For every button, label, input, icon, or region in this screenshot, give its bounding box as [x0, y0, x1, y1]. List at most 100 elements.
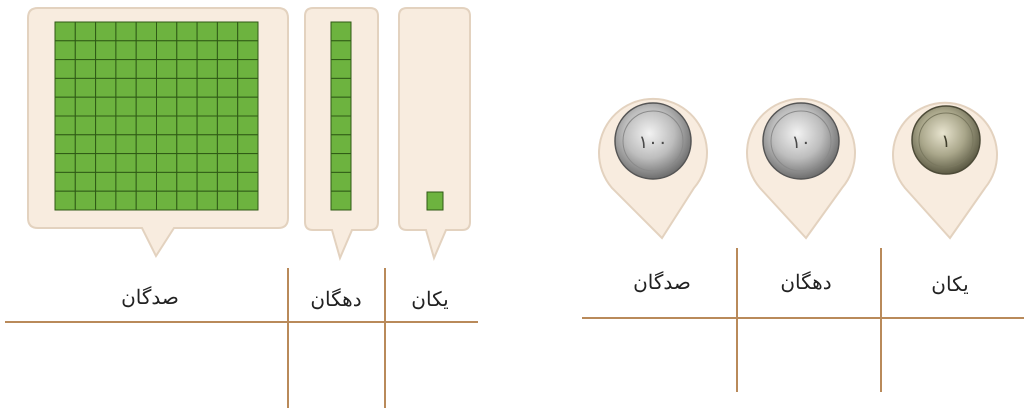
hundreds-unit [116, 154, 136, 173]
hundreds-unit [116, 97, 136, 116]
hundreds-unit [96, 78, 116, 97]
hundreds-unit [238, 191, 258, 210]
hundreds-unit [136, 97, 156, 116]
hundreds-unit [217, 191, 237, 210]
hundreds-unit [217, 172, 237, 191]
tens-block [331, 22, 351, 210]
hundreds-unit [157, 154, 177, 173]
ten-coin-bubble: ۱۰ [747, 99, 855, 238]
hundreds-unit [55, 135, 75, 154]
hundreds-unit [75, 60, 95, 79]
hundreds-unit [197, 22, 217, 41]
tens-unit [331, 135, 351, 154]
hundreds-unit [55, 78, 75, 97]
left-header-ones: یکان [411, 287, 448, 311]
hundreds-unit [75, 97, 95, 116]
hundreds-unit [55, 97, 75, 116]
tens-unit [331, 60, 351, 79]
hundreds-unit [238, 78, 258, 97]
one-coin-bubble: ۱ [893, 103, 997, 238]
hundreds-unit [157, 60, 177, 79]
hundreds-unit [238, 135, 258, 154]
hundreds-unit [116, 191, 136, 210]
hundreds-unit [177, 154, 197, 173]
hundreds-unit [177, 116, 197, 135]
hundreds-unit [177, 60, 197, 79]
hundreds-unit [96, 97, 116, 116]
hundreds-block [55, 22, 258, 210]
tens-unit [331, 97, 351, 116]
hundreds-unit [197, 78, 217, 97]
hundreds-unit [96, 135, 116, 154]
hundreds-unit [136, 135, 156, 154]
left-header-hundreds: صدگان [121, 285, 179, 309]
tens-unit [331, 41, 351, 60]
hundreds-unit [75, 41, 95, 60]
hundreds-unit [116, 172, 136, 191]
hundreds-unit [217, 97, 237, 116]
hundreds-unit [197, 116, 217, 135]
hundreds-unit [197, 97, 217, 116]
hundreds-unit [197, 60, 217, 79]
hundreds-unit [217, 41, 237, 60]
hundreds-unit [55, 191, 75, 210]
hundreds-unit [75, 154, 95, 173]
hundreds-unit [177, 172, 197, 191]
hundreds-unit [75, 22, 95, 41]
right-header-hundreds: صدگان [633, 270, 691, 294]
hundreds-unit [217, 22, 237, 41]
tens-unit [331, 154, 351, 173]
hundreds-unit [157, 78, 177, 97]
hundreds-unit [136, 41, 156, 60]
right-header-ones: یکان [931, 272, 968, 296]
hundreds-unit [96, 60, 116, 79]
hundreds-unit [96, 22, 116, 41]
hundreds-unit [157, 116, 177, 135]
hundreds-unit [177, 41, 197, 60]
hundreds-unit [197, 135, 217, 154]
hundreds-unit [197, 154, 217, 173]
hundreds-unit [157, 135, 177, 154]
hundreds-unit [217, 135, 237, 154]
hundreds-unit [136, 22, 156, 41]
hundreds-unit [136, 172, 156, 191]
right-header-tens: دهگان [780, 270, 831, 294]
hundreds-unit [238, 154, 258, 173]
hundreds-unit [157, 191, 177, 210]
hundreds-unit [96, 191, 116, 210]
hundreds-unit [116, 135, 136, 154]
hundreds-unit [116, 60, 136, 79]
hundreds-unit [217, 60, 237, 79]
hundreds-unit [238, 22, 258, 41]
tens-unit [331, 172, 351, 191]
hundreds-unit [157, 22, 177, 41]
hundreds-unit [96, 172, 116, 191]
hundreds-unit [197, 41, 217, 60]
hundreds-unit [238, 60, 258, 79]
hundreds-unit [197, 172, 217, 191]
hundreds-unit [177, 191, 197, 210]
hundreds-unit [136, 116, 156, 135]
hundreds-unit [55, 172, 75, 191]
hundreds-unit [116, 78, 136, 97]
hundreds-unit [96, 154, 116, 173]
hundreds-unit [75, 191, 95, 210]
hundreds-unit [238, 172, 258, 191]
tens-unit [331, 22, 351, 41]
hundreds-unit [177, 97, 197, 116]
hundreds-unit [197, 191, 217, 210]
hundreds-unit [75, 172, 95, 191]
hundreds-unit [157, 41, 177, 60]
hundreds-unit [116, 116, 136, 135]
hundreds-unit [116, 22, 136, 41]
hundred-coin-value: ۱۰۰ [638, 132, 667, 153]
hundreds-unit [177, 78, 197, 97]
hundreds-unit [177, 22, 197, 41]
hundreds-unit [238, 97, 258, 116]
hundreds-unit [55, 22, 75, 41]
hundreds-unit [238, 41, 258, 60]
hundreds-unit [75, 116, 95, 135]
hundreds-unit [157, 172, 177, 191]
hundreds-unit [136, 191, 156, 210]
